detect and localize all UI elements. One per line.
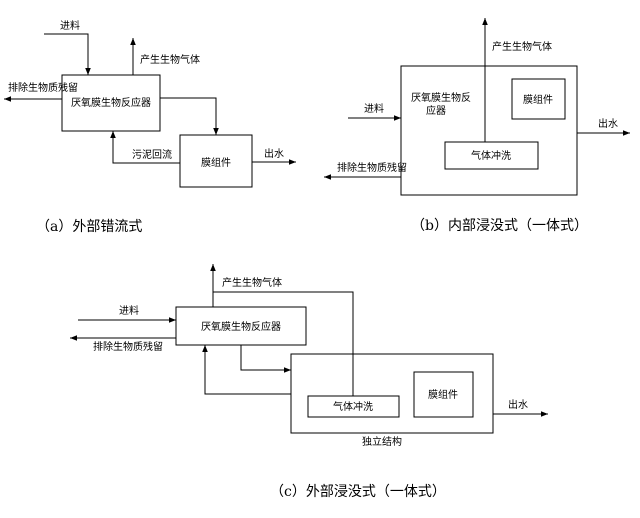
- b-membrane-label: 膜组件: [523, 93, 553, 106]
- b-effluent-label: 出水: [598, 117, 618, 130]
- c-standalone-label: 独立结构: [362, 435, 402, 448]
- c-effluent-label: 出水: [508, 398, 528, 411]
- panel-a-external-crossflow: 厌氧膜生物反应器 膜组件 进料 产生生物气体 排除生物质残留 污泥回流 出水 （…: [4, 19, 296, 235]
- c-biogas-label: 产生生物气体: [222, 276, 282, 289]
- b-gas-flush-box: [444, 141, 539, 170]
- a-membrane-label: 膜组件: [201, 156, 231, 169]
- b-caption: （b）内部浸没式（一体式）: [411, 218, 588, 234]
- c-discharge-label: 排除生物质残留: [93, 340, 163, 353]
- a-caption: （a）外部错流式: [36, 219, 142, 235]
- a-reactor-box: [61, 74, 161, 132]
- a-feed-arrow: [44, 33, 91, 75]
- c-biogas-line: [213, 291, 354, 396]
- a-reactor-label: 厌氧膜生物反应器: [71, 96, 151, 109]
- c-feed-label: 进料: [119, 304, 139, 317]
- b-gas-flush-label: 气体冲洗: [471, 149, 511, 162]
- c-membrane-box: [413, 371, 474, 418]
- panel-b-internal-submerged: 厌氧膜生物反 应器 膜组件 气体冲洗 产生生物气体 进料 排除生物质残留 出水 …: [324, 18, 630, 234]
- a-sludge-return-label: 污泥回流: [132, 148, 172, 161]
- b-discharge-label: 排除生物质残留: [337, 161, 407, 174]
- panel-c-external-submerged: 厌氧膜生物反应器 独立结构 膜组件 气体冲洗 产生生物气体 进料 排除生物质残留…: [70, 264, 548, 500]
- b-biogas-label: 产生生物气体: [492, 40, 552, 53]
- c-caption: （c）外部浸没式（一体式）: [270, 484, 446, 500]
- c-gas-flush-label: 气体冲洗: [333, 400, 373, 413]
- a-feed-label: 进料: [60, 19, 80, 32]
- a-biogas-label: 产生生物气体: [140, 53, 200, 66]
- a-effluent-label: 出水: [264, 147, 284, 160]
- b-membrane-box: [511, 78, 566, 120]
- a-to-membrane-arrow: [160, 97, 219, 135]
- c-reactor-label: 厌氧膜生物反应器: [201, 320, 281, 333]
- c-reactor-box: [175, 306, 307, 346]
- a-membrane-box: [179, 134, 253, 188]
- a-discharge-label: 排除生物质残留: [8, 81, 78, 94]
- b-reactor-label-line2: 应器: [426, 104, 446, 117]
- c-membrane-label: 膜组件: [428, 388, 458, 401]
- b-reactor-label-line1: 厌氧膜生物反: [411, 91, 471, 104]
- a-sludge-return-arrow: [110, 131, 180, 164]
- c-return-arrow: [202, 345, 291, 395]
- b-feed-label: 进料: [364, 102, 384, 115]
- c-to-tank-arrow: [240, 345, 291, 373]
